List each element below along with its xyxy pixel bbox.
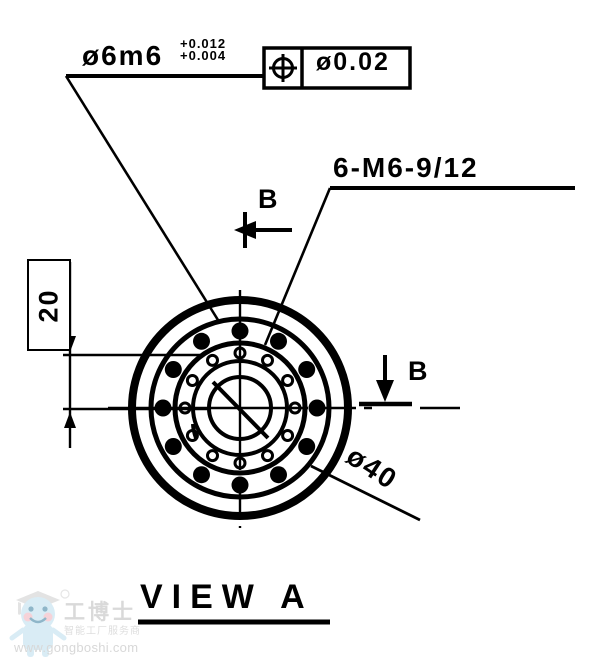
- fcf-tolerance-value: ø0.02: [316, 48, 390, 76]
- section-label-right: B: [408, 356, 428, 386]
- watermark-brand: 工博士: [64, 601, 136, 624]
- pcd-dimension-text-wrap: 20: [29, 261, 69, 349]
- tolerance-lower: +0.004: [180, 48, 227, 63]
- hub-circle: [191, 359, 289, 457]
- inner-hole-group: [178, 346, 302, 470]
- shaft-dim-leader: [64, 74, 268, 321]
- flange-view: [108, 290, 460, 528]
- pcd-dimension-value: 20: [33, 287, 64, 323]
- thread-note-label: 6-M6-9/12: [333, 152, 479, 183]
- view-title: VIEW A: [140, 578, 314, 616]
- section-label-top: B: [258, 184, 278, 214]
- bore-arc-detail: [191, 423, 198, 439]
- section-arrow-right: [359, 355, 412, 407]
- bolt-ring-outer: [148, 316, 332, 500]
- thread-note-leader: [263, 186, 575, 346]
- feature-control-frame: [262, 46, 412, 90]
- shaft-dimension-label: ø6m6: [82, 40, 164, 71]
- bolt-ring-inner: [172, 340, 308, 476]
- bore-diagonal: [211, 380, 270, 440]
- shaft-tolerance-stack: +0.012 +0.004: [180, 36, 227, 63]
- center-bore: [207, 375, 273, 441]
- watermark-tagline: 智能工厂服务商: [64, 626, 141, 637]
- watermark-mascot-icon: [9, 589, 70, 657]
- tolerance-upper: +0.012: [180, 36, 227, 51]
- bolt-hole-group: [154, 322, 326, 494]
- outer-circle: [128, 296, 352, 520]
- pcd-dimension-box: 20: [27, 259, 71, 351]
- section-arrow-top: [234, 212, 292, 248]
- watermark-url: www.gongboshi.com: [14, 640, 139, 655]
- watermark-logo: 工博士 智能工厂服务商 www.gongboshi.com: [6, 580, 156, 666]
- position-symbol: [269, 54, 297, 82]
- bore-dim-leader: [310, 464, 421, 522]
